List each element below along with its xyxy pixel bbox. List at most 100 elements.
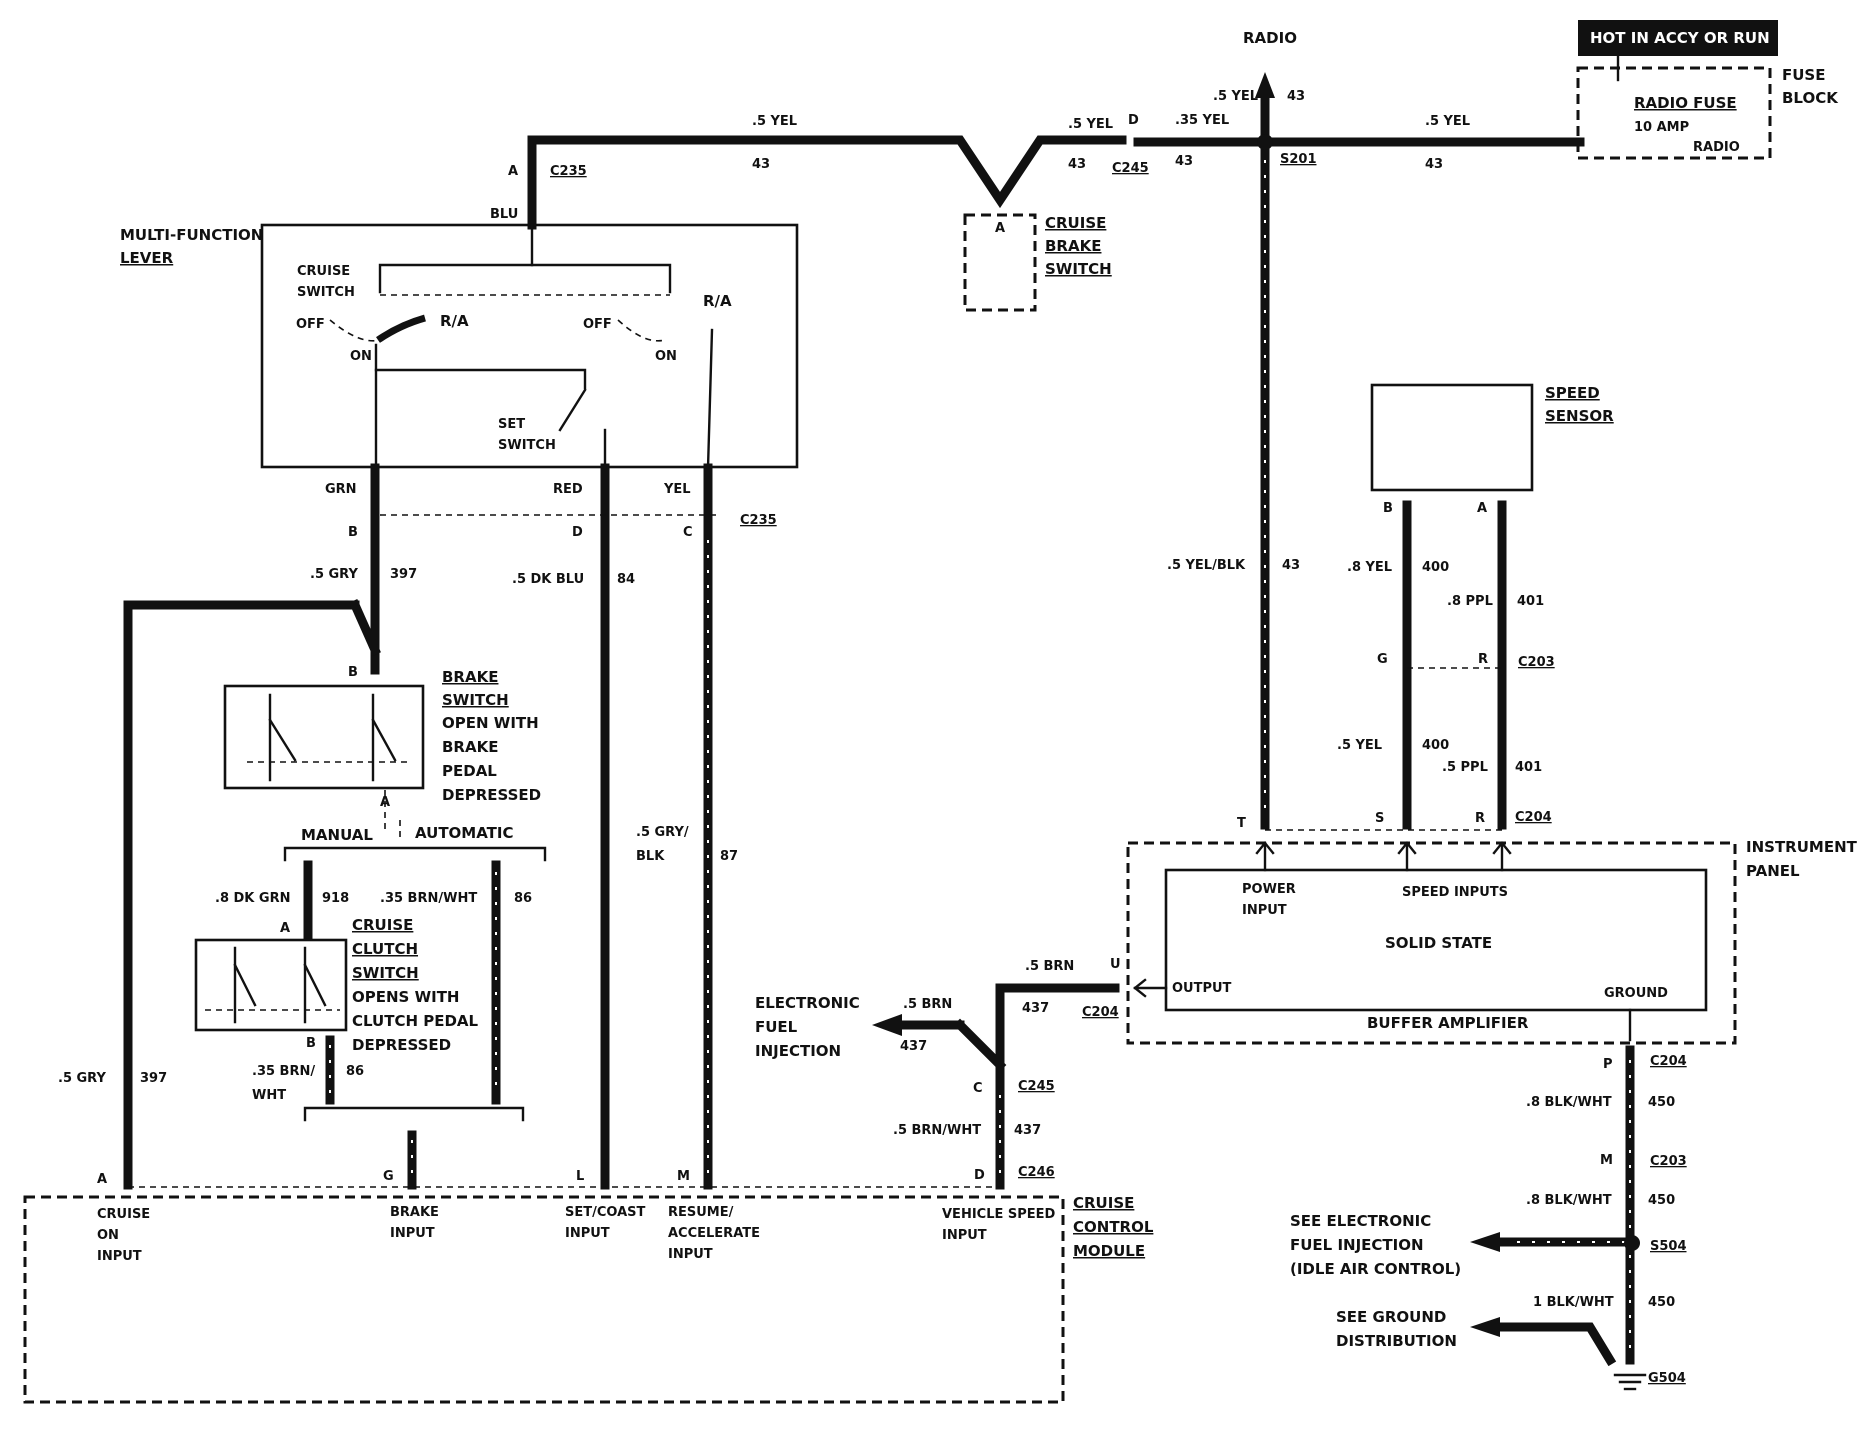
c245-top-label: C245 <box>1112 161 1149 176</box>
ra-left-label: R/A <box>440 312 469 330</box>
wire-yel-b: .5 YEL <box>1068 117 1113 132</box>
wire-callouts: .5 YEL 43 .5 YEL 43 .35 YEL 43 .5 YEL 43… <box>58 89 1675 1310</box>
wire-blu: BLU <box>490 207 518 222</box>
wire-radio-yel: .5 YEL <box>1213 89 1258 104</box>
ra-right-label: R/A <box>703 292 732 310</box>
efi-label-1: ELECTRONIC <box>755 994 860 1012</box>
wire-437-1: 437 <box>1022 1001 1049 1016</box>
hot-banner-text: HOT IN ACCY OR RUN <box>1590 29 1770 47</box>
buffer-amp-label: BUFFER AMPLIFIER <box>1367 1014 1529 1032</box>
fuse-block-label-2: BLOCK <box>1782 89 1839 107</box>
vss-label-1: VEHICLE SPEED <box>942 1207 1056 1222</box>
wire-ppl-8: .8 PPL <box>1447 594 1493 609</box>
radio-fuse-label: RADIO FUSE <box>1634 94 1737 112</box>
vss-label-2: INPUT <box>942 1228 987 1243</box>
see-efi-label-2: FUEL INJECTION <box>1290 1236 1424 1254</box>
pin-m: M <box>1600 1153 1613 1168</box>
wire-gry-left: .5 GRY <box>58 1071 106 1086</box>
cruise-brake-label-2: BRAKE <box>1045 237 1101 255</box>
multi-function-label-1: MULTI-FUNCTION <box>120 226 263 244</box>
pin-c-c245: C <box>973 1081 983 1096</box>
pin-b-sensor: B <box>1383 501 1393 516</box>
wire-401-b: 401 <box>1515 760 1542 775</box>
wire-radio-43: 43 <box>1287 89 1305 104</box>
c204-upper-label: C204 <box>1515 810 1552 825</box>
wire-84: 84 <box>617 572 635 587</box>
cruise-control-module-box <box>23 1195 1065 1404</box>
wire-43-c: 43 <box>1175 154 1193 169</box>
brake-switch-label-3: OPEN WITH <box>442 714 539 732</box>
s201-splice-dot <box>1257 134 1273 150</box>
instrument-panel-box <box>1126 841 1737 1045</box>
ten-amp-label: 10 AMP <box>1634 120 1689 135</box>
c203-upper-label: C203 <box>1518 655 1555 670</box>
brake-switch-label-4: BRAKE <box>442 738 498 756</box>
pin-l-module: L <box>576 1169 584 1184</box>
wire-fuse-43: 43 <box>1425 157 1443 172</box>
pin-a-brake: A <box>380 795 390 810</box>
pin-a-c235: A <box>508 164 518 179</box>
speed-inputs-label: SPEED INPUTS <box>1402 885 1508 900</box>
wire-brnwht-b1: .35 BRN/ <box>252 1064 315 1079</box>
wire-401-a: 401 <box>1517 594 1544 609</box>
wire-86-a: 86 <box>514 891 532 906</box>
c246-label: C246 <box>1018 1165 1055 1180</box>
output-label: OUTPUT <box>1172 981 1232 996</box>
manual-label: MANUAL <box>301 826 373 844</box>
brake-switch-label-2: SWITCH <box>442 691 509 709</box>
cruise-switch-label-2: SWITCH <box>297 285 355 300</box>
wire-brnwht-05: .5 BRN/WHT <box>893 1123 981 1138</box>
connector-labels: C235 C245 S201 C235 C203 C204 C204 C245 … <box>550 152 1687 1386</box>
c235-lower-label: C235 <box>740 513 777 528</box>
wire-43-v: 43 <box>1282 558 1300 573</box>
wire-86-b: 86 <box>346 1064 364 1079</box>
pin-s: S <box>1375 811 1384 826</box>
wire-brnwht-b2: WHT <box>252 1088 286 1103</box>
wire-blkwht-1: 1 BLK/WHT <box>1533 1295 1614 1310</box>
wire-yel-035: .35 YEL <box>1175 113 1229 128</box>
clutch-label-5: CLUTCH PEDAL <box>352 1012 479 1030</box>
automatic-label: AUTOMATIC <box>415 824 514 842</box>
pin-b-brake: B <box>348 665 358 680</box>
c235-top-label: C235 <box>550 164 587 179</box>
buffer-input-arrows <box>1133 841 1632 1042</box>
multi-function-lever-box <box>260 223 799 469</box>
on-left-label: ON <box>350 349 372 364</box>
pin-r-c204: R <box>1475 811 1485 826</box>
wire-gryblk-2: BLK <box>636 849 665 864</box>
s504-label: S504 <box>1650 1239 1687 1254</box>
pin-b-c235: B <box>348 525 358 540</box>
wire-gry-397: .5 GRY <box>310 567 358 582</box>
see-ground-label-1: SEE GROUND <box>1336 1308 1446 1326</box>
wire-brnwht-035: .35 BRN/WHT <box>380 891 477 906</box>
pin-d-c245: D <box>1128 113 1139 128</box>
fuse-block-label-1: FUSE <box>1782 66 1825 84</box>
c203-lower-label: C203 <box>1650 1154 1687 1169</box>
pin-a-sensor: A <box>1477 501 1487 516</box>
c204-ground-label: C204 <box>1650 1054 1687 1069</box>
efi-label-2: FUEL <box>755 1018 798 1036</box>
resume-label-3: INPUT <box>668 1247 713 1262</box>
wire-blkwht-8a: .8 BLK/WHT <box>1526 1095 1612 1110</box>
multi-function-switch-internals <box>329 223 720 516</box>
brake-switch-internals <box>247 693 547 862</box>
clutch-switch-internals <box>205 946 525 1122</box>
brake-switch-box <box>223 684 425 790</box>
ccm-label-3: MODULE <box>1073 1242 1145 1260</box>
labels: RADIO HOT IN ACCY OR RUN FUSE BLOCK RADI… <box>97 29 1858 1350</box>
wire-397: 397 <box>390 567 417 582</box>
see-efi-label-3: (IDLE AIR CONTROL) <box>1290 1260 1461 1278</box>
wire-43-b: 43 <box>1068 157 1086 172</box>
wire-437-3: 437 <box>1014 1123 1041 1138</box>
pin-d-c246: D <box>974 1168 985 1183</box>
wire-blkwht-8b: .8 BLK/WHT <box>1526 1193 1612 1208</box>
cruise-brake-label-1: CRUISE <box>1045 214 1106 232</box>
brake-switch-label-6: DEPRESSED <box>442 786 541 804</box>
power-input-label-1: POWER <box>1242 882 1296 897</box>
wire-red: RED <box>553 482 583 497</box>
clutch-label-4: OPENS WITH <box>352 988 459 1006</box>
cruise-brake-label-3: SWITCH <box>1045 260 1112 278</box>
set-switch-label-2: SWITCH <box>498 438 556 453</box>
s504-splice-dot <box>1624 1235 1640 1251</box>
pin-t: T <box>1237 816 1246 831</box>
